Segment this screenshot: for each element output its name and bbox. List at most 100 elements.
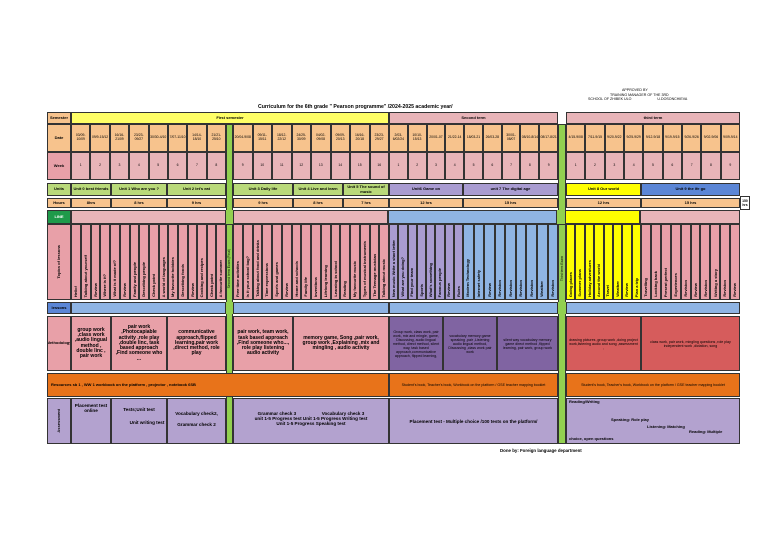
week-cell: 1 [566, 152, 586, 180]
topic-cell: Modern Technology [463, 224, 474, 300]
hours-cell: 8 hrs [111, 198, 167, 208]
hours-cell: 8 hrs [293, 198, 343, 208]
week-cell: 1 [71, 152, 91, 180]
methodology-cell: vocabulary memory game speaking ,pair ,L… [443, 316, 497, 371]
week-cell: 8 [206, 152, 226, 180]
methodology-cell: silent way vocabulary memory game direct… [497, 316, 558, 371]
topic-cell: My favourite hobbies [168, 224, 178, 300]
topic-cell: Time expressions [262, 224, 272, 300]
date-cell: 9/12-9/18 [643, 124, 663, 152]
date-cell: 20/01-07 [426, 124, 446, 152]
date-cell: 2/03-6/02/24 [389, 124, 408, 152]
topics-block: Hello! Talking about yourself Review Whe… [71, 224, 149, 300]
topic-cell: A favourite summer [216, 224, 226, 300]
date-cell: 4/15-9/08 [566, 124, 586, 152]
date-cell: 09/11-15/11 [252, 124, 272, 152]
week-cell: 3 [109, 152, 130, 180]
topic-cell: Sports and games [272, 224, 282, 300]
topics-block: Travelling Looking back Present perfect … [641, 224, 741, 300]
topics-block: Check point A world of languages My favo… [149, 224, 226, 300]
topic-cell: Revision [515, 224, 527, 300]
topic-cell: Where is it? [100, 224, 110, 300]
week-cell: 1 [389, 152, 408, 180]
topic-cell: Writing a story [710, 224, 721, 300]
date-cell: 9/09-9/14 [720, 124, 740, 152]
unit-cell: Unit 9 the ife go [641, 183, 740, 196]
topic-cell: Revision [526, 224, 537, 300]
line-row [71, 210, 740, 224]
date-cell: 16/16-21/09 [109, 124, 130, 152]
topic-cell: A world of languages [158, 224, 169, 300]
unit-cell: Unit 8 Our world [566, 183, 641, 196]
approval-line: U.DOSONCHIEVA [657, 97, 688, 102]
assessment-line: Reading/Writing [569, 399, 600, 404]
date-cell: 30/30-4/10 [148, 124, 168, 152]
topic-cell: Present perfect [660, 224, 671, 300]
week-cell: 8 [520, 152, 540, 180]
topic-cell: Revision [547, 224, 559, 300]
methodology-cell: pair work, team work, task based approac… [233, 316, 293, 371]
week-cell: 3 [604, 152, 624, 180]
topic-cell: Describing foods [177, 224, 188, 300]
topics-block: New music Write a short letter What are … [389, 224, 463, 300]
date-cell: 23/23-29/27 [369, 124, 389, 152]
date-cell: 20/04-9/08 [233, 124, 253, 152]
date-cell: 08/10-8/14 [520, 124, 540, 152]
topic-cell: Reading [340, 224, 350, 300]
date-cell: 7/11-9/15 [585, 124, 605, 152]
assessment-line: Grammar check 3 Vocabulary check 3 [257, 411, 365, 416]
assessment-line: Grammar check 2 [177, 422, 216, 427]
topic-cell: Talking about yourself [80, 224, 91, 300]
topic-cell: The Teenage musician [369, 224, 380, 300]
topic-cell: What are you doing? [398, 224, 408, 300]
hours-cell: 15 hrs [463, 198, 558, 208]
week-cell: 6 [662, 152, 682, 180]
topic-cell: Talking about music [379, 224, 389, 300]
methodology-cell: drawing pictures ,group work ,doing proj… [566, 316, 641, 371]
topic-cell: Is it your school bag? [242, 224, 253, 300]
line-label: LINE [47, 210, 71, 224]
topic-cell: Revision [505, 224, 516, 300]
date-cell: 16/16-20/18 [350, 124, 370, 152]
topic-cell: Review [281, 224, 292, 300]
date-cell: 30/01-08/07 [501, 124, 521, 152]
exam-label: Third term Exam [558, 224, 566, 314]
topic-cell: Review [730, 224, 741, 300]
topic-cell: Review [622, 224, 632, 300]
date-cell: 04/02-09/08 [311, 124, 331, 152]
unit-cell: Unit 3 Daily life [233, 183, 293, 196]
week-cell: 15 [350, 152, 370, 180]
topic-cell: What is it made of? [110, 224, 120, 300]
assessment-line: Unit 1-5 Progress Speaking test [276, 421, 346, 426]
hours-label: Hours [47, 198, 71, 208]
date-row: 03/09-10/09 09/9-15/12 16/16-21/09 23/23… [71, 124, 226, 152]
date-cell: 14/14-18/10 [187, 124, 207, 152]
topic-cell: Family and people [129, 224, 140, 300]
topic-cell: New music Write a short letter [389, 224, 399, 300]
date-cell: 9/19-9/15 [662, 124, 682, 152]
week-row: 9 10 11 12 13 14 15 16 [233, 152, 389, 180]
semester-third: third term [566, 112, 740, 124]
resources-cell: Student's book, Teacher's book, Workbook… [389, 373, 558, 397]
date-cell: 08/17-8/21 [539, 124, 559, 152]
hours-cell: 7 hrs [343, 198, 389, 208]
semester-label: Semester [47, 112, 71, 124]
date-label: Date [47, 124, 71, 152]
topic-cell: Check point [206, 224, 217, 300]
topic-cell: Travelling [641, 224, 651, 300]
date-cell: 03/09-10/09 [71, 124, 91, 152]
hours-cell: 15 hrs [641, 198, 740, 208]
week-label: Week [47, 152, 71, 180]
hours-cell: 12 hrs [566, 198, 641, 208]
date-row: 2/03-6/02/24 10/10-15/13 20/01-07 21/22-… [389, 124, 559, 152]
topic-cell: Revision [680, 224, 691, 300]
topic-cell: Sports [416, 224, 426, 300]
week-cell: 7 [681, 152, 702, 180]
hours-total: 150 hrs [740, 196, 750, 210]
assessment-label: Assessment [47, 398, 71, 444]
topic-cell: My favourite music [350, 224, 360, 300]
week-cell: 9 [539, 152, 559, 180]
topics-label: Topics of lessons [47, 224, 71, 300]
topic-cell: Rules [453, 224, 463, 300]
week-cell: 4 [445, 152, 465, 180]
